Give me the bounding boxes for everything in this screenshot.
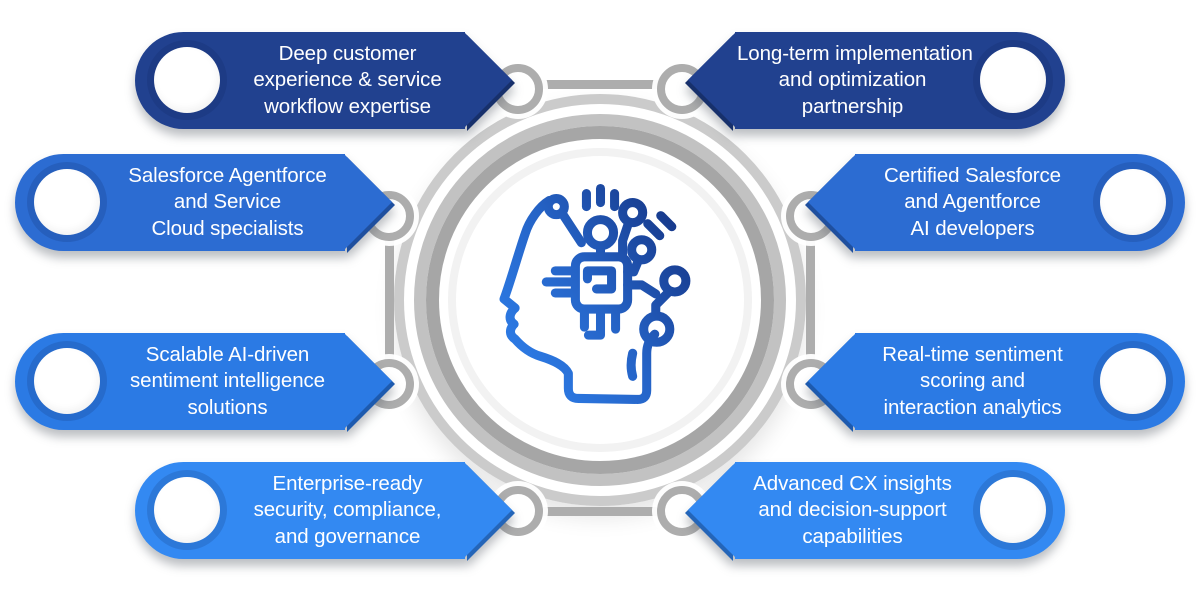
badge-lower-right: Real-time sentiment scoring and interact… <box>805 333 1185 432</box>
badge-line: Scalable AI-driven <box>145 342 310 366</box>
badge-line: and decision-support <box>758 498 947 522</box>
badge-line: Long-term implementation <box>737 41 973 65</box>
badge-bottom-left: Enterprise-ready security, compliance, a… <box>135 462 515 561</box>
badge-line: Cloud specialists <box>151 216 304 240</box>
badge-line: capabilities <box>802 524 903 548</box>
badge-body: Enterprise-ready security, compliance, a… <box>135 462 465 559</box>
badge-arrow <box>344 154 392 250</box>
badge-line: workflow expertise <box>264 94 431 118</box>
badge-arrow <box>464 462 512 558</box>
badge-line: solutions <box>187 395 268 419</box>
badge-dot <box>34 169 100 235</box>
badge-line: experience & service <box>253 68 442 92</box>
badge-line: Advanced CX insights <box>753 471 952 495</box>
badge-line: security, compliance, <box>253 498 442 522</box>
badge-line: and Agentforce <box>904 190 1041 214</box>
badge-line: Certified Salesforce <box>884 163 1061 187</box>
connector-bar-bottom <box>535 507 665 516</box>
badge-arrow <box>344 333 392 429</box>
badge-dot <box>980 477 1046 543</box>
badge-line: Real-time sentiment <box>882 342 1063 366</box>
badge-dot <box>154 477 220 543</box>
badge-body: Long-term implementation and optimizatio… <box>735 32 1065 129</box>
badge-line: Salesforce Agentforce <box>128 163 327 187</box>
badge-body: Real-time sentiment scoring and interact… <box>855 333 1185 430</box>
connector-bar-top <box>535 80 665 89</box>
badge-upper-right: Certified Salesforce and Agentforce AI d… <box>805 154 1185 253</box>
badge-body: Advanced CX insights and decision-suppor… <box>735 462 1065 559</box>
badge-dot <box>1100 169 1166 235</box>
hub-ring-outer <box>394 94 806 506</box>
badge-arrow <box>464 32 512 128</box>
badge-bottom-right: Advanced CX insights and decision-suppor… <box>685 462 1065 561</box>
badge-arrow <box>808 154 856 250</box>
badge-arrow <box>688 32 736 128</box>
badge-dot <box>34 348 100 414</box>
badge-arrow <box>688 462 736 558</box>
badge-arrow <box>808 333 856 429</box>
badge-top-right: Long-term implementation and optimizatio… <box>685 32 1065 131</box>
badge-dot <box>1100 348 1166 414</box>
badge-line: sentiment intelligence <box>130 369 325 393</box>
badge-body: Deep customer experience & service workf… <box>135 32 465 129</box>
badge-line: and optimization <box>778 68 927 92</box>
connector-bar-right <box>806 230 815 370</box>
badge-line: interaction analytics <box>883 395 1062 419</box>
badge-body: Certified Salesforce and Agentforce AI d… <box>855 154 1185 251</box>
badge-line: and governance <box>274 524 421 548</box>
badge-top-left: Deep customer experience & service workf… <box>135 32 515 131</box>
badge-dot <box>154 47 220 113</box>
badge-upper-left: Salesforce Agentforce and Service Cloud … <box>15 154 395 253</box>
ai-head-circuit-icon <box>499 183 691 404</box>
badge-line: and Service <box>173 190 282 214</box>
badge-line: AI developers <box>910 216 1035 240</box>
connector-bar-left <box>385 230 394 370</box>
badge-line: Enterprise-ready <box>272 471 423 495</box>
badge-dot <box>980 47 1046 113</box>
badge-line: Deep customer <box>278 41 417 65</box>
badge-lower-left: Scalable AI-driven sentiment intelligenc… <box>15 333 395 432</box>
badge-body: Scalable AI-driven sentiment intelligenc… <box>15 333 345 430</box>
badge-body: Salesforce Agentforce and Service Cloud … <box>15 154 345 251</box>
badge-line: scoring and <box>920 369 1025 393</box>
badge-line: partnership <box>801 94 904 118</box>
